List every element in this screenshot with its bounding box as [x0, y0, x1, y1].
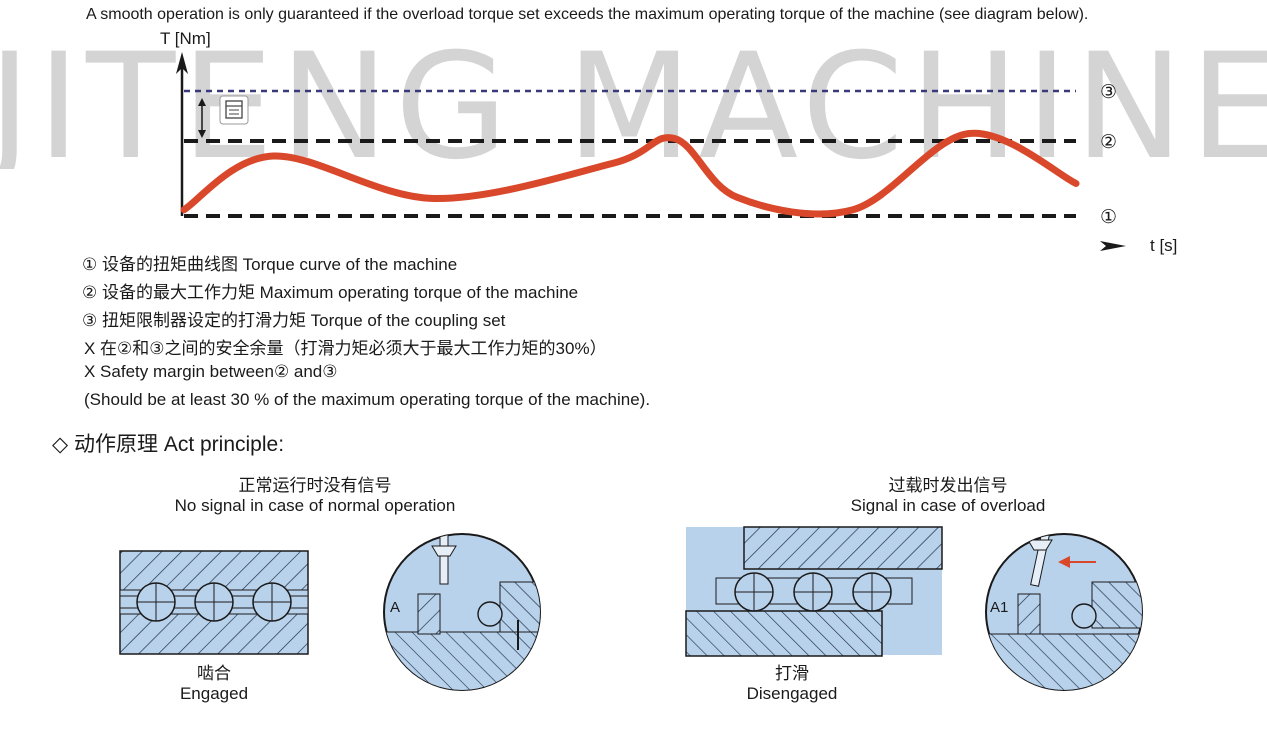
calculator-icon [219, 95, 249, 125]
x-axis-arrow [1100, 241, 1126, 251]
detail-label-a1: A1 [990, 599, 1008, 616]
detail-label-a: A [390, 599, 400, 616]
reference-line-label-1: ① [1100, 207, 1117, 228]
ball [793, 572, 833, 612]
disengaged-detail: A1 [985, 533, 1143, 691]
engaged-diagram [119, 550, 309, 655]
engaged-caption: 啮合 Engaged [158, 664, 270, 704]
engaged-caption-cn: 啮合 [197, 664, 231, 683]
legend-item-coupling-torque: ③ 扭矩限制器设定的打滑力矩 Torque of the coupling se… [82, 311, 506, 330]
section-title: ◇ 动作原理 Act principle: [52, 433, 285, 456]
safety-margin-requirement: (Should be at least 30 % of the maximum … [84, 390, 651, 409]
y-axis-arrow [176, 52, 188, 74]
watermark: JITENG MACHINERY [0, 44, 1267, 169]
reference-line-label-3: ③ [1100, 82, 1117, 103]
disengaged-heading: 过载时发出信号 Signal in case of overload [808, 476, 1088, 516]
disengaged-caption: 打滑 Disengaged [730, 664, 854, 704]
legend-item-torque-curve: ① 设备的扭矩曲线图 Torque curve of the machine [82, 255, 458, 274]
ball [852, 572, 892, 612]
torque-curve-series-1 [180, 129, 1080, 218]
y-axis-label: T [Nm] [160, 29, 211, 48]
engaged-detail: A [383, 533, 541, 691]
ball [194, 582, 234, 622]
disengaged-heading-cn: 过载时发出信号 [888, 476, 1008, 495]
disengaged-caption-cn: 打滑 [775, 664, 809, 683]
intro-text: A smooth operation is only guaranteed if… [86, 6, 1089, 23]
watermark-text: JITENG MACHINERY [0, 44, 1267, 169]
safety-margin-note-en: X Safety margin between② and③ [84, 362, 338, 381]
legend-item-max-torque: ② 设备的最大工作力矩 Maximum operating torque of … [82, 283, 579, 302]
safety-margin-arrowhead-down [198, 130, 206, 138]
disengaged-caption-en: Disengaged [746, 684, 838, 703]
safety-margin-note-cn: X 在②和③之间的安全余量（打滑力矩必须大于最大工作力矩的30%） [84, 339, 607, 358]
torque-diagram: T [Nm] t [s] ① ② ③ [160, 29, 1177, 255]
engaged-caption-en: Engaged [179, 684, 249, 703]
safety-margin-arrowhead-up [198, 98, 206, 106]
mechanism-illustrations: A A1 [119, 526, 1143, 691]
engaged-heading-en: No signal in case of normal operation [174, 496, 456, 515]
x-axis-label: t [s] [1150, 236, 1177, 255]
disengaged-heading-en: Signal in case of overload [850, 496, 1046, 515]
ball [252, 582, 292, 622]
engaged-heading: 正常运行时没有信号 No signal in case of normal op… [160, 476, 470, 516]
reference-line-label-2: ② [1100, 132, 1117, 153]
ball [734, 572, 774, 612]
ball [136, 582, 176, 622]
disengaged-diagram [685, 526, 943, 657]
engaged-heading-cn: 正常运行时没有信号 [238, 476, 392, 495]
overload-direction-arrow [1058, 556, 1096, 568]
